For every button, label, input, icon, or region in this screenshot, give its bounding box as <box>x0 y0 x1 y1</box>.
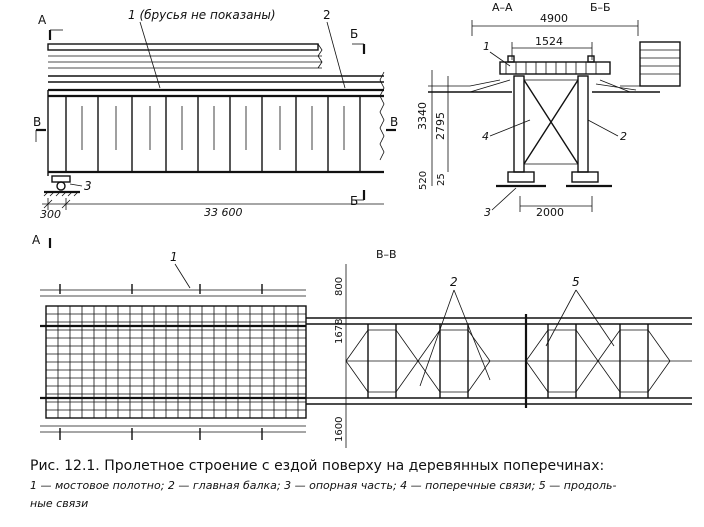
bearing-side <box>43 175 80 197</box>
section-mark-a-top: А <box>38 13 47 27</box>
caption-legend-line2: ные связи <box>30 497 89 510</box>
cross-sections: А–А Б–Б 4900 1524 1 4 2 <box>416 1 681 219</box>
sleepers-plan <box>46 306 306 418</box>
dim-25: 25 <box>436 173 447 186</box>
caption-legend-line1: 1 — мостовое полотно; 2 — главная балка;… <box>30 479 617 492</box>
dim-300: 300 <box>40 208 61 221</box>
section-mark-v-left: В <box>33 115 41 129</box>
section-mark-v-right: В <box>390 115 398 129</box>
label-2-section: 2 <box>620 130 627 143</box>
dim-1678: 1678 <box>334 319 345 344</box>
dim-1524: 1524 <box>535 35 563 48</box>
label-5-plan: 5 <box>572 275 580 289</box>
dim-33600: 33 600 <box>204 206 243 219</box>
section-title-aa: А–А <box>492 1 513 14</box>
label-1-plan: 1 <box>170 250 178 264</box>
label-3-section: 3 <box>484 206 491 219</box>
lateral-bracing-plan <box>345 324 692 398</box>
section-mark-a-bottom: А <box>32 233 41 247</box>
label-4: 4 <box>482 130 489 143</box>
dim-2000: 2000 <box>536 206 564 219</box>
label-3-side: 3 <box>84 179 92 193</box>
side-elevation: А 1 (брусья не показаны) 2 <box>33 8 398 221</box>
section-mark-b-bottom: Б <box>350 194 358 208</box>
label-1-section: 1 <box>483 40 490 53</box>
section-title-vv: В–В <box>376 248 397 261</box>
figure-caption: Рис. 12.1. Пролетное строение с ездой по… <box>30 458 690 510</box>
label-1-bars-not-shown: 1 (брусья не показаны) <box>128 8 276 22</box>
dim-3340: 3340 <box>416 102 429 130</box>
girder-stiffeners <box>65 96 361 172</box>
dim-4900: 4900 <box>540 12 568 25</box>
label-2-top: 2 <box>323 8 331 22</box>
caption-title: Рис. 12.1. Пролетное строение с ездой по… <box>30 458 605 474</box>
plan-view: А 1 В–В 2 5 800 1678 1600 <box>32 233 692 448</box>
dim-1600: 1600 <box>334 417 345 442</box>
section-title-bb: Б–Б <box>590 1 611 14</box>
section-mark-b-top: Б <box>350 27 358 41</box>
dim-800: 800 <box>334 277 345 296</box>
dim-2795: 2795 <box>434 112 447 140</box>
label-2-plan: 2 <box>450 275 458 289</box>
dim-520: 520 <box>418 171 429 190</box>
